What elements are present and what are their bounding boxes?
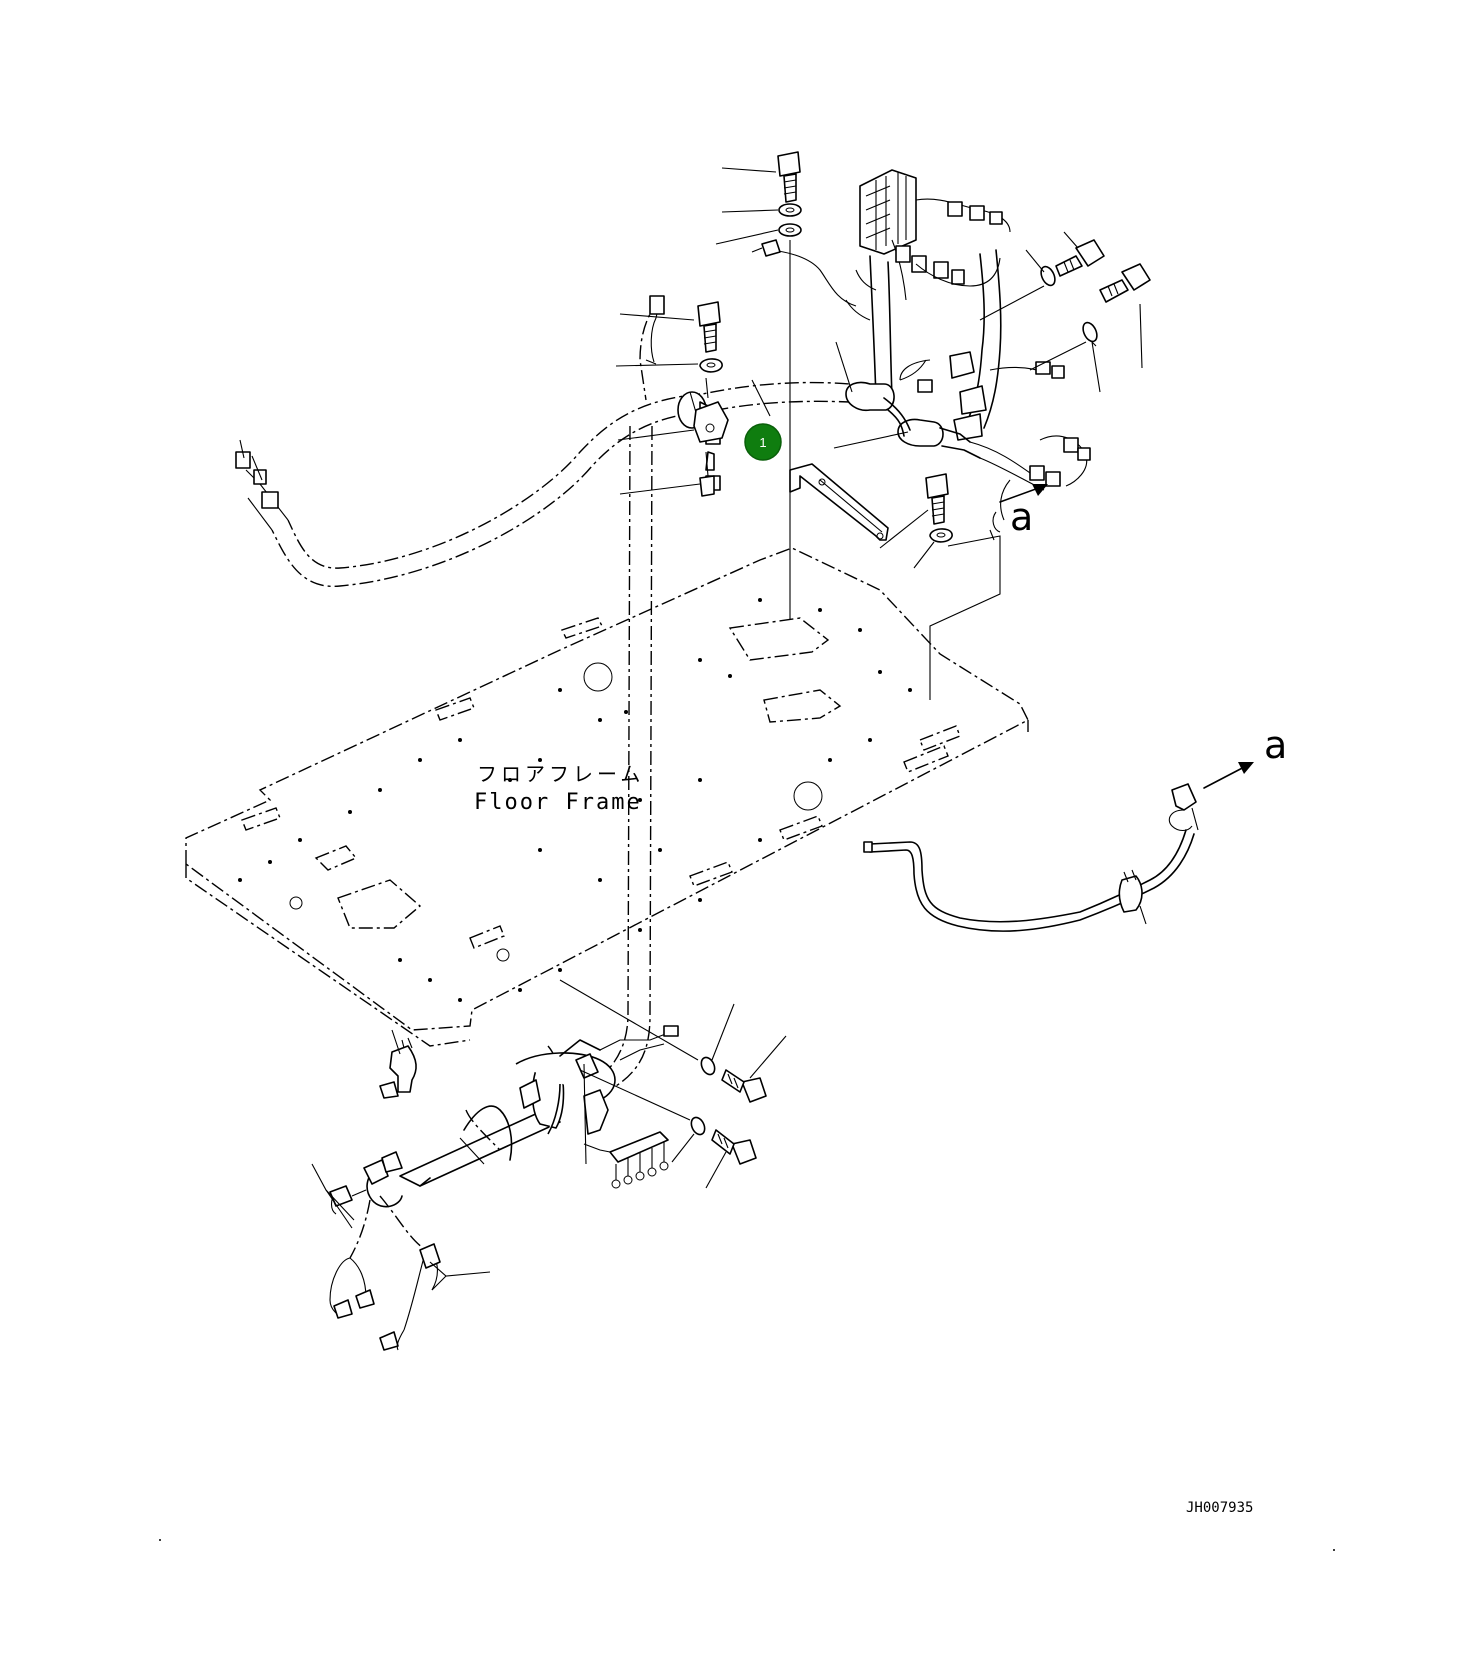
lower-harness [379,1025,679,1189]
ref-leader-a [929,535,1001,700]
bolt-right-1 [1055,239,1105,277]
bolt-right-2 [1099,263,1151,303]
leader-lines [311,167,1147,1291]
washer-center-right [929,528,953,543]
fuse-box-harness [751,169,1091,533]
clamp-upper-left [693,377,729,477]
floor-frame-label-en: Floor Frame [474,790,642,815]
direction-arrow-upper [999,484,1048,503]
axis-lines-right [979,285,1087,371]
view-ref-label-right: a [1264,723,1287,767]
lower-bolt-1 [721,1069,767,1103]
vertical-harness [595,425,653,1087]
axis-lines-lower [559,979,699,1121]
washer-right-2 [1082,321,1098,343]
callout-marker-number: 1 [759,435,766,450]
bolt-upper-left [697,301,721,353]
callout-marker-1[interactable]: 1 [744,423,782,461]
lower-left-harness [329,1151,441,1351]
drawing-code: JH007935 [1186,1500,1253,1516]
washer-upper-left [699,358,723,373]
collar-upper-left [699,475,715,497]
detail-view-harness [863,783,1199,932]
washer-right-1 [1040,265,1056,287]
washer-top-2 [778,223,802,237]
left-harness [235,295,701,587]
direction-arrow-right [1203,762,1254,789]
floor-frame-label-jp: フロアフレーム [477,762,644,786]
lower-washer-2 [690,1116,706,1136]
lower-washer-1 [700,1056,716,1076]
bolt-top-center [777,151,801,203]
ref-tick [989,529,995,541]
bolt-center-right [925,473,949,525]
harness-bracket [789,463,889,541]
washer-top-1 [778,203,802,217]
lower-bolt-2 [711,1129,757,1165]
view-ref-label-upper: a [1010,495,1033,539]
floor-frame [185,547,1029,1047]
